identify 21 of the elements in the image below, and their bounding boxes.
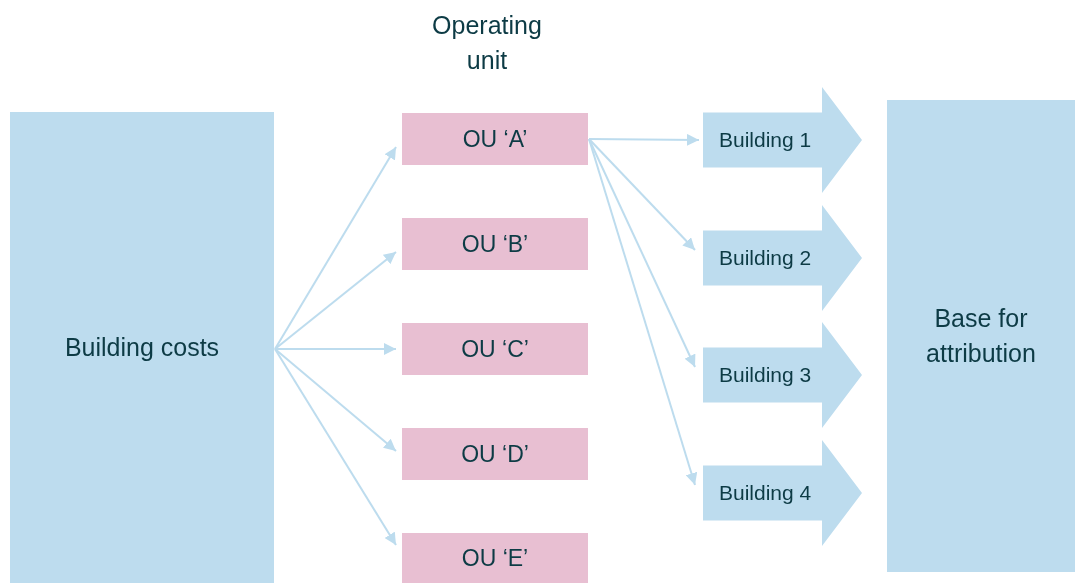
unit-box: OU ‘E’ — [402, 533, 588, 583]
arrow — [274, 348, 397, 546]
unit-box: OU ‘B’ — [402, 218, 588, 270]
unit-box: OU ‘D’ — [402, 428, 588, 480]
column-heading: Operating unit — [431, 10, 543, 76]
unit-box: OU ‘A’ — [402, 113, 588, 165]
chevron-label: Building 2 — [703, 205, 862, 311]
chevron-label: Building 3 — [703, 322, 862, 428]
arrow — [274, 146, 397, 350]
arrow — [274, 343, 397, 355]
arrow — [588, 133, 700, 146]
arrow — [588, 138, 696, 368]
chevron-label: Building 1 — [703, 87, 862, 193]
chevron-label: Building 4 — [703, 440, 862, 546]
unit-box: OU ‘C’ — [402, 323, 588, 375]
arrow — [588, 138, 696, 251]
cost-panel: Building costs — [10, 112, 274, 583]
arrow — [588, 138, 698, 486]
arrow — [274, 348, 397, 452]
cost-panel: Base for attribution — [887, 100, 1075, 572]
arrow — [274, 251, 397, 350]
